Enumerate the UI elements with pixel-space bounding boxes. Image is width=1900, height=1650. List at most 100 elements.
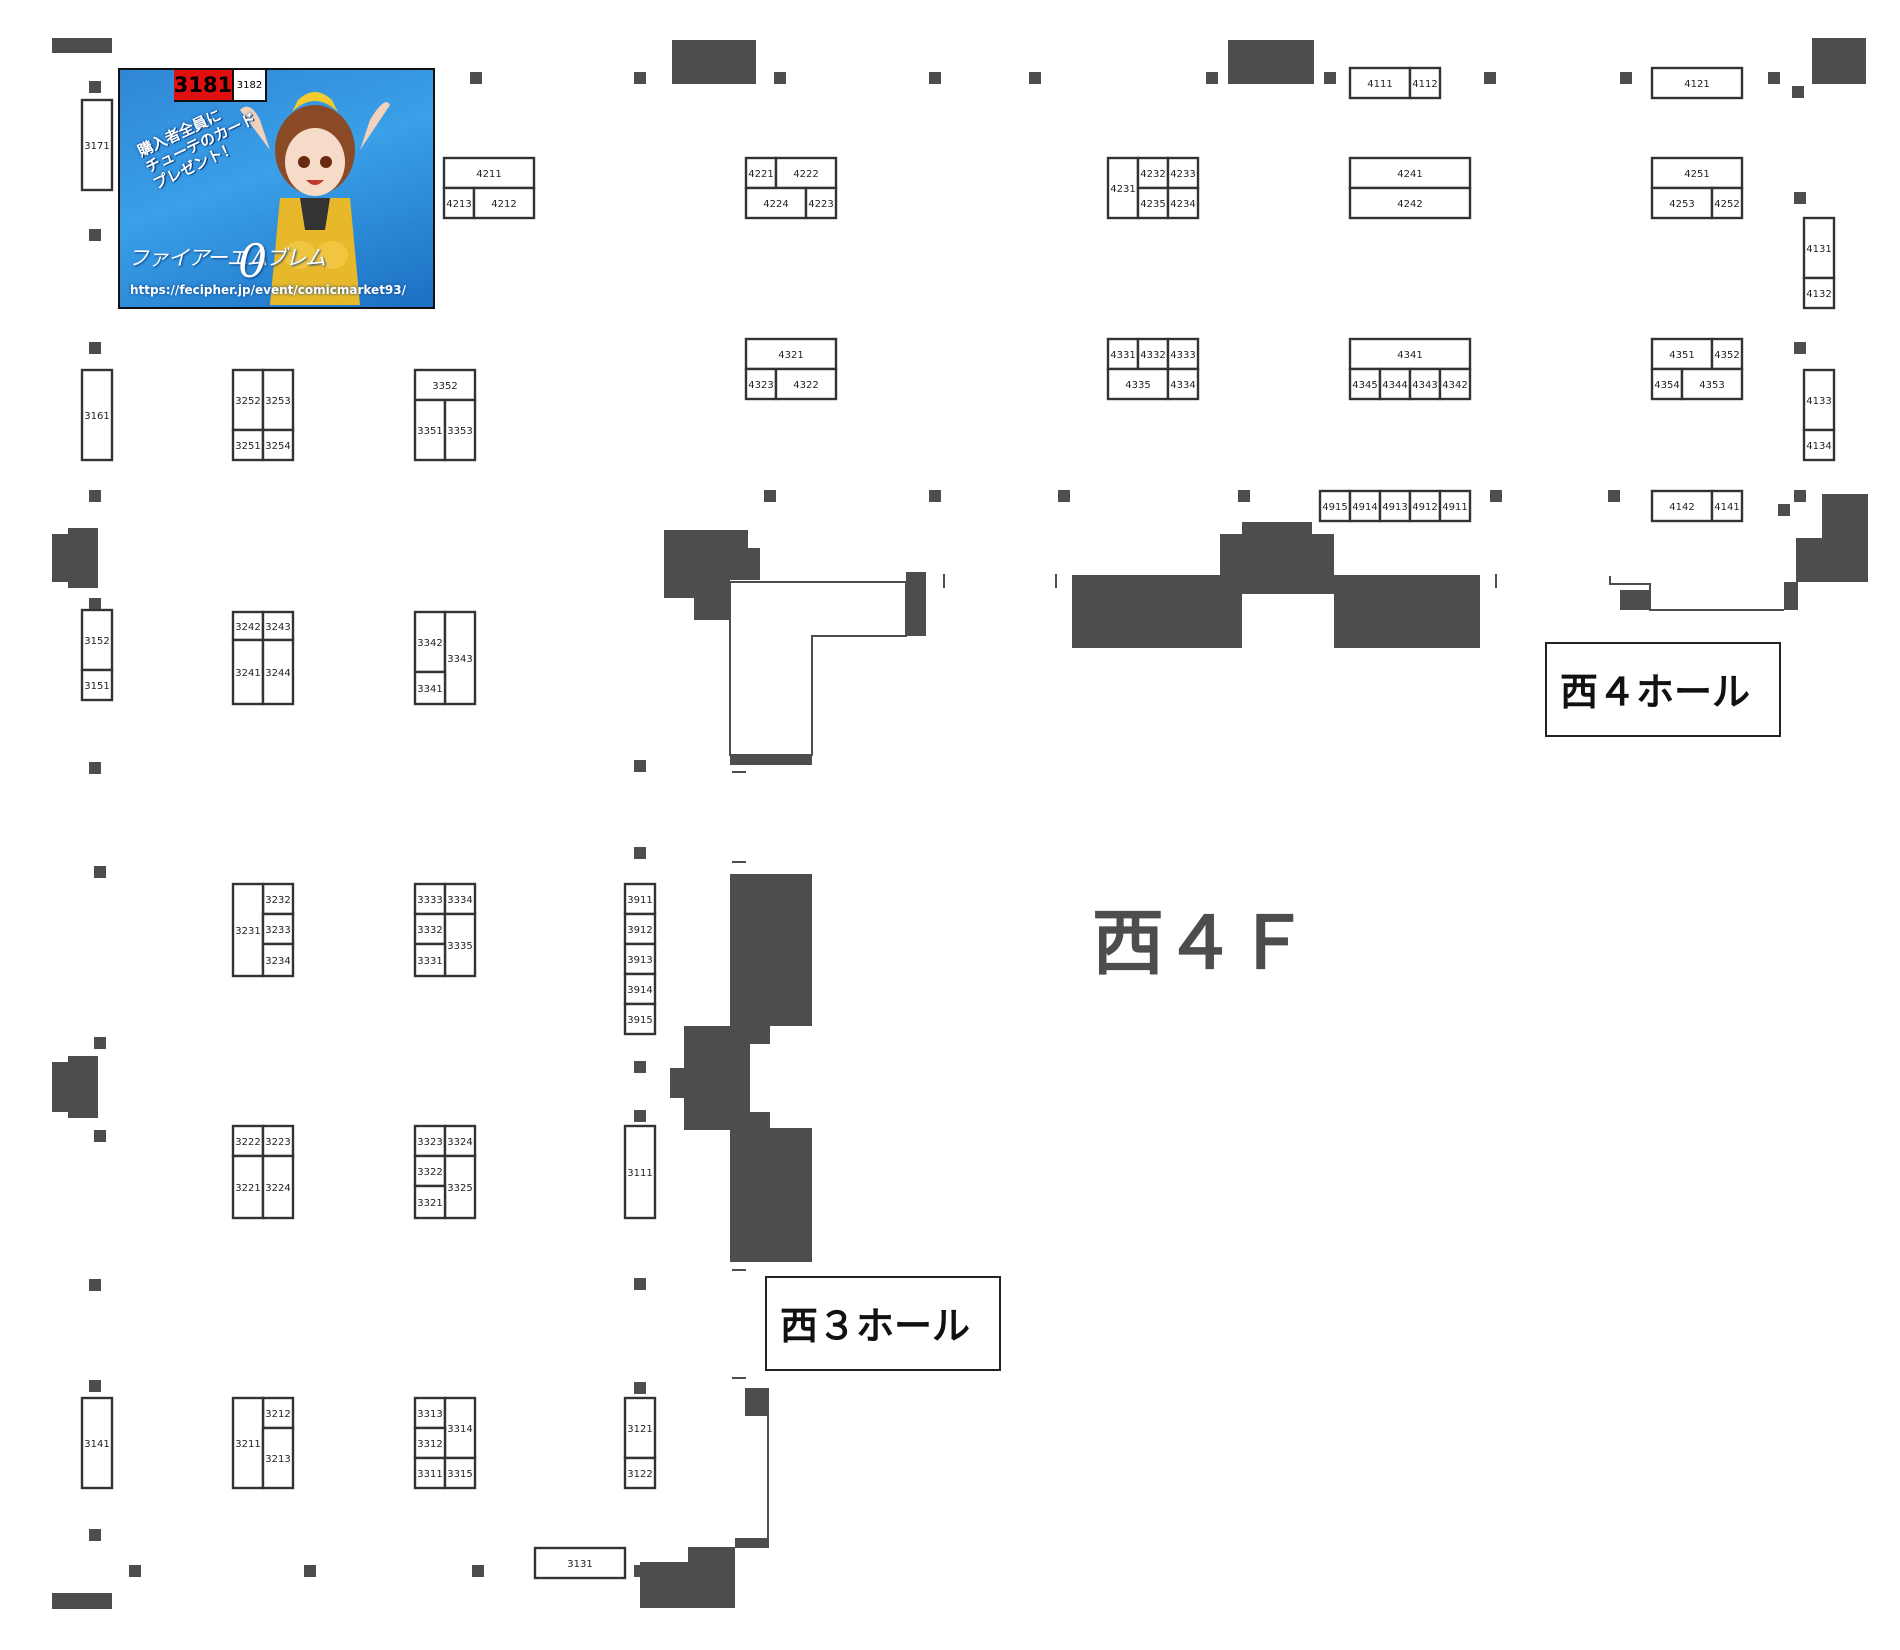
booth-4321[interactable]: 4321: [744, 337, 838, 371]
booth-rect[interactable]: [774, 367, 838, 401]
booth-4242[interactable]: 4242: [1348, 186, 1472, 220]
booth-4354[interactable]: 4354: [1650, 367, 1684, 401]
booth-rect[interactable]: [261, 1154, 295, 1220]
booth-3331[interactable]: 3331: [413, 942, 447, 978]
booth-rect[interactable]: [231, 882, 265, 978]
booth-rect[interactable]: [1348, 186, 1472, 220]
booth-rect[interactable]: [413, 942, 447, 978]
booth-3223[interactable]: 3223: [261, 1124, 295, 1158]
booth-rect[interactable]: [472, 186, 536, 220]
booth-rect[interactable]: [261, 638, 295, 706]
booth-rect[interactable]: [443, 610, 477, 706]
booth-4142[interactable]: 4142: [1650, 489, 1714, 523]
booth-rect[interactable]: [1378, 367, 1412, 401]
booth-4333[interactable]: 4333: [1166, 337, 1200, 371]
booth-4352[interactable]: 4352: [1710, 337, 1744, 371]
booth-3334[interactable]: 3334: [443, 882, 477, 916]
booth-rect[interactable]: [1802, 368, 1836, 432]
booth-rect[interactable]: [231, 610, 265, 642]
booth-4212[interactable]: 4212: [472, 186, 536, 220]
booth-rect[interactable]: [442, 186, 476, 220]
booth-rect[interactable]: [261, 1124, 295, 1158]
booth-4111[interactable]: 4111: [1348, 66, 1412, 100]
booth-rect[interactable]: [744, 186, 808, 220]
booth-4323[interactable]: 4323: [744, 367, 778, 401]
booth-3213[interactable]: 3213: [261, 1426, 295, 1490]
booth-3224[interactable]: 3224: [261, 1154, 295, 1220]
booth-rect[interactable]: [80, 1396, 114, 1490]
booth-3335[interactable]: 3335: [443, 912, 477, 978]
advertisement-banner[interactable]: 3181 3182 購入者全員に チューテのカード プレゼント！ ファイアーエム…: [118, 68, 435, 309]
booth-rect[interactable]: [443, 1154, 477, 1220]
booth-4232[interactable]: 4232: [1136, 156, 1170, 190]
booth-3251[interactable]: 3251: [231, 428, 265, 462]
booth-4345[interactable]: 4345: [1348, 367, 1382, 401]
booth-4351[interactable]: 4351: [1650, 337, 1714, 371]
neighbor-booth-label[interactable]: 3182: [234, 70, 267, 102]
booth-rect[interactable]: [261, 610, 295, 642]
booth-3912[interactable]: 3912: [623, 912, 657, 946]
booth-3211[interactable]: 3211: [231, 1396, 265, 1490]
booth-4912[interactable]: 4912: [1408, 489, 1442, 523]
booth-rect[interactable]: [261, 882, 295, 916]
booth-rect[interactable]: [1710, 186, 1744, 220]
booth-rect[interactable]: [1348, 367, 1382, 401]
booth-rect[interactable]: [1680, 367, 1744, 401]
booth-3315[interactable]: 3315: [443, 1456, 477, 1490]
booth-3915[interactable]: 3915: [623, 1002, 657, 1036]
booth-rect[interactable]: [1650, 156, 1744, 190]
booth-4915[interactable]: 4915: [1318, 489, 1352, 523]
booth-3332[interactable]: 3332: [413, 912, 447, 946]
booth-3212[interactable]: 3212: [261, 1396, 295, 1430]
booth-4342[interactable]: 4342: [1438, 367, 1472, 401]
booth-rect[interactable]: [261, 428, 295, 462]
ad-url-link[interactable]: https://fecipher.jp/event/comicmarket93/: [130, 283, 407, 297]
booth-4251[interactable]: 4251: [1650, 156, 1744, 190]
booth-4334[interactable]: 4334: [1166, 367, 1200, 401]
booth-rect[interactable]: [413, 670, 447, 706]
booth-3311[interactable]: 3311: [413, 1456, 447, 1490]
booth-3351[interactable]: 3351: [413, 398, 447, 462]
booth-3313[interactable]: 3313: [413, 1396, 447, 1430]
booth-rect[interactable]: [413, 1154, 447, 1188]
booth-4235[interactable]: 4235: [1136, 186, 1170, 220]
booth-4132[interactable]: 4132: [1802, 276, 1836, 310]
booth-4252[interactable]: 4252: [1710, 186, 1744, 220]
booth-4133[interactable]: 4133: [1802, 368, 1836, 432]
booth-4121[interactable]: 4121: [1650, 66, 1744, 100]
booth-4343[interactable]: 4343: [1408, 367, 1442, 401]
booth-3312[interactable]: 3312: [413, 1426, 447, 1460]
booth-4233[interactable]: 4233: [1166, 156, 1200, 190]
booth-3914[interactable]: 3914: [623, 972, 657, 1006]
booth-rect[interactable]: [1408, 489, 1442, 523]
booth-3222[interactable]: 3222: [231, 1124, 265, 1158]
booth-3244[interactable]: 3244: [261, 638, 295, 706]
booth-rect[interactable]: [1348, 489, 1382, 523]
booth-rect[interactable]: [80, 668, 114, 702]
booth-3911[interactable]: 3911: [623, 882, 657, 916]
booth-4913[interactable]: 4913: [1378, 489, 1412, 523]
booth-rect[interactable]: [623, 942, 657, 976]
booth-4131[interactable]: 4131: [1802, 216, 1836, 280]
booth-rect[interactable]: [1802, 428, 1836, 462]
booth-3152[interactable]: 3152: [80, 608, 114, 672]
booth-4344[interactable]: 4344: [1378, 367, 1412, 401]
booth-rect[interactable]: [623, 1124, 657, 1220]
booth-3171[interactable]: 3171: [80, 98, 114, 192]
booth-4222[interactable]: 4222: [774, 156, 838, 190]
booth-rect[interactable]: [413, 1396, 447, 1430]
booth-3122[interactable]: 3122: [623, 1456, 657, 1490]
booth-4253[interactable]: 4253: [1650, 186, 1714, 220]
booth-4213[interactable]: 4213: [442, 186, 476, 220]
booth-rect[interactable]: [1802, 276, 1836, 310]
booth-rect[interactable]: [1408, 66, 1442, 100]
booth-4335[interactable]: 4335: [1106, 367, 1170, 401]
booth-3221[interactable]: 3221: [231, 1154, 265, 1220]
booth-rect[interactable]: [804, 186, 838, 220]
booth-rect[interactable]: [443, 1124, 477, 1158]
booth-3321[interactable]: 3321: [413, 1184, 447, 1220]
booth-rect[interactable]: [623, 1456, 657, 1490]
booth-4234[interactable]: 4234: [1166, 186, 1200, 220]
booth-4241[interactable]: 4241: [1348, 156, 1472, 190]
booth-rect[interactable]: [80, 368, 114, 462]
